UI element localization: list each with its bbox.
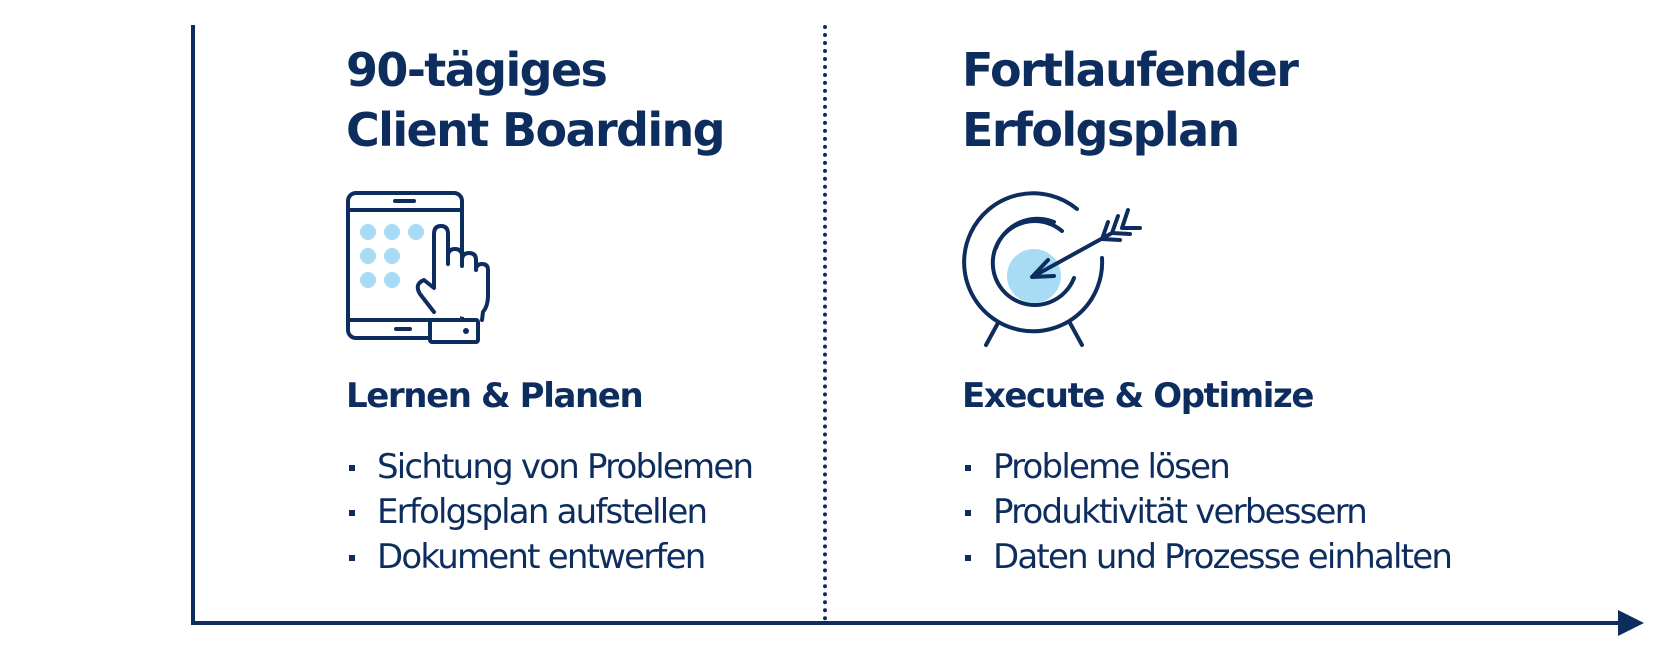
phase-divider <box>823 25 827 621</box>
bullet-icon <box>349 510 355 516</box>
list-item-text: Dokument entwerfen <box>377 537 706 577</box>
target-arrow-icon <box>962 188 1152 354</box>
phase-success-plan: Fortlaufender Erfolgsplan Execute & Opti <box>962 40 1453 577</box>
phase-onboarding-list: Sichtung von Problemen Erfolgsplan aufst… <box>346 445 754 580</box>
phase-onboarding-title: 90-tägiges Client Boarding <box>346 40 726 160</box>
list-item: Dokument entwerfen <box>346 535 752 580</box>
list-item-text: Probleme lösen <box>993 447 1231 487</box>
bullet-icon <box>349 555 355 561</box>
list-item-text: Daten und Prozesse einhalten <box>993 537 1453 577</box>
list-item-text: Sichtung von Problemen <box>377 447 754 487</box>
title-line: Client Boarding <box>346 103 726 157</box>
bullet-icon <box>965 555 971 561</box>
title-line: Erfolgsplan <box>962 103 1240 157</box>
list-item-text: Produktivität verbessern <box>993 492 1368 532</box>
title-line: 90-tägiges <box>346 43 608 97</box>
timeline-horizontal-axis <box>191 621 1626 625</box>
bullet-icon <box>965 465 971 471</box>
list-item: Produktivität verbessern <box>962 490 1451 535</box>
list-item: Sichtung von Problemen <box>346 445 754 490</box>
phase-success-plan-subtitle: Execute & Optimize <box>962 376 1314 416</box>
tablet-touch-icon <box>346 188 496 354</box>
phase-success-plan-list: Probleme lösen Produktivität verbessern … <box>962 445 1453 580</box>
list-item-text: Erfolgsplan aufstellen <box>377 492 708 532</box>
phase-onboarding: 90-tägiges Client Boarding Lernen & Plan <box>346 40 754 577</box>
phase-onboarding-subtitle: Lernen & Planen <box>346 376 644 416</box>
bullet-icon <box>965 510 971 516</box>
title-line: Fortlaufender <box>962 43 1299 97</box>
list-item: Erfolgsplan aufstellen <box>346 490 752 535</box>
list-item: Daten und Prozesse einhalten <box>962 535 1453 580</box>
timeline-vertical-axis <box>191 25 195 625</box>
timeline-arrowhead-icon <box>1618 610 1644 636</box>
phase-success-plan-title: Fortlaufender Erfolgsplan <box>962 40 1299 160</box>
bullet-icon <box>349 465 355 471</box>
list-item: Probleme lösen <box>962 445 1451 490</box>
